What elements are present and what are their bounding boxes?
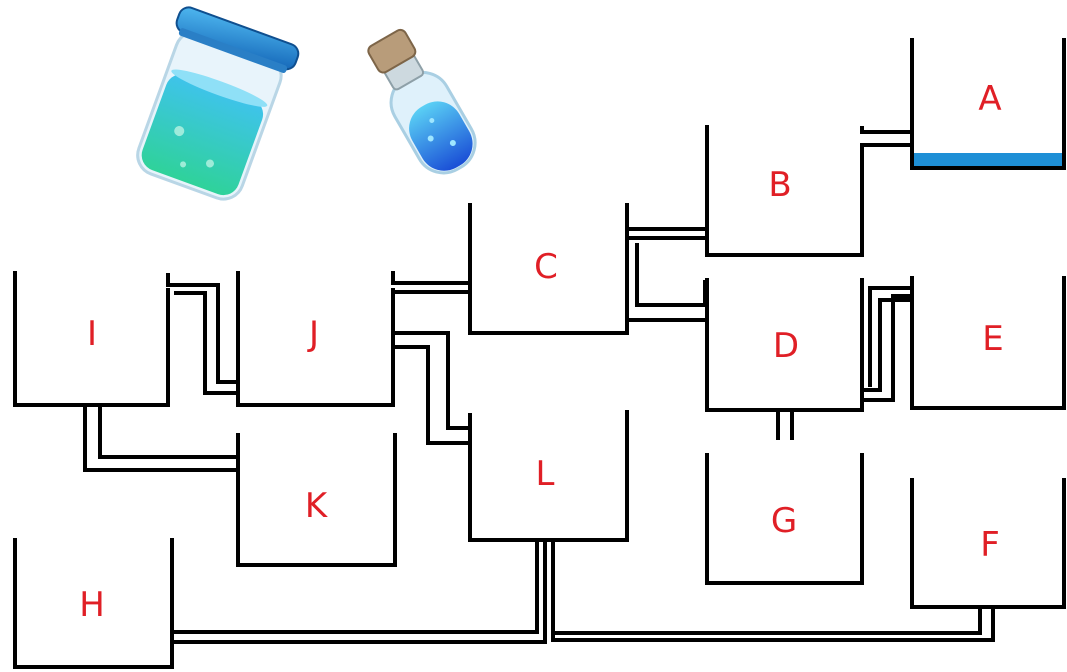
container-b-label: B	[768, 165, 791, 205]
container-a	[910, 38, 1066, 170]
container-h-label: H	[79, 585, 105, 625]
pipe-d-e	[860, 286, 912, 402]
small-potion-bottle-icon	[367, 28, 477, 175]
container-d-label: D	[773, 326, 799, 366]
pipe-c-j-l	[391, 271, 470, 445]
container-i-label: I	[87, 314, 97, 354]
pipe-b-c-d	[625, 203, 707, 322]
container-b	[705, 125, 864, 257]
container-f-label: F	[980, 525, 1000, 565]
container-d	[705, 278, 864, 412]
container-f	[910, 478, 1066, 609]
pipe-i-k	[83, 405, 238, 472]
container-i	[13, 271, 170, 407]
container-k	[236, 433, 397, 567]
large-potion-jar-icon	[136, 6, 300, 201]
container-g	[705, 453, 864, 585]
container-a-water	[912, 153, 1064, 166]
container-e-label: E	[982, 319, 1003, 359]
pipe-i-j	[166, 273, 238, 395]
pipe-h-l-f	[172, 540, 995, 644]
pipe-d-g	[776, 408, 794, 440]
container-j-label: J	[307, 314, 319, 354]
container-e	[910, 276, 1066, 410]
container-l-label: L	[536, 454, 555, 494]
container-l	[468, 410, 629, 542]
container-h	[13, 538, 174, 669]
pipe-a-b	[860, 126, 912, 147]
container-a-label: A	[978, 79, 1001, 119]
container-k-label: K	[305, 486, 329, 526]
container-g-label: G	[771, 501, 797, 541]
container-c-label: C	[534, 247, 558, 287]
